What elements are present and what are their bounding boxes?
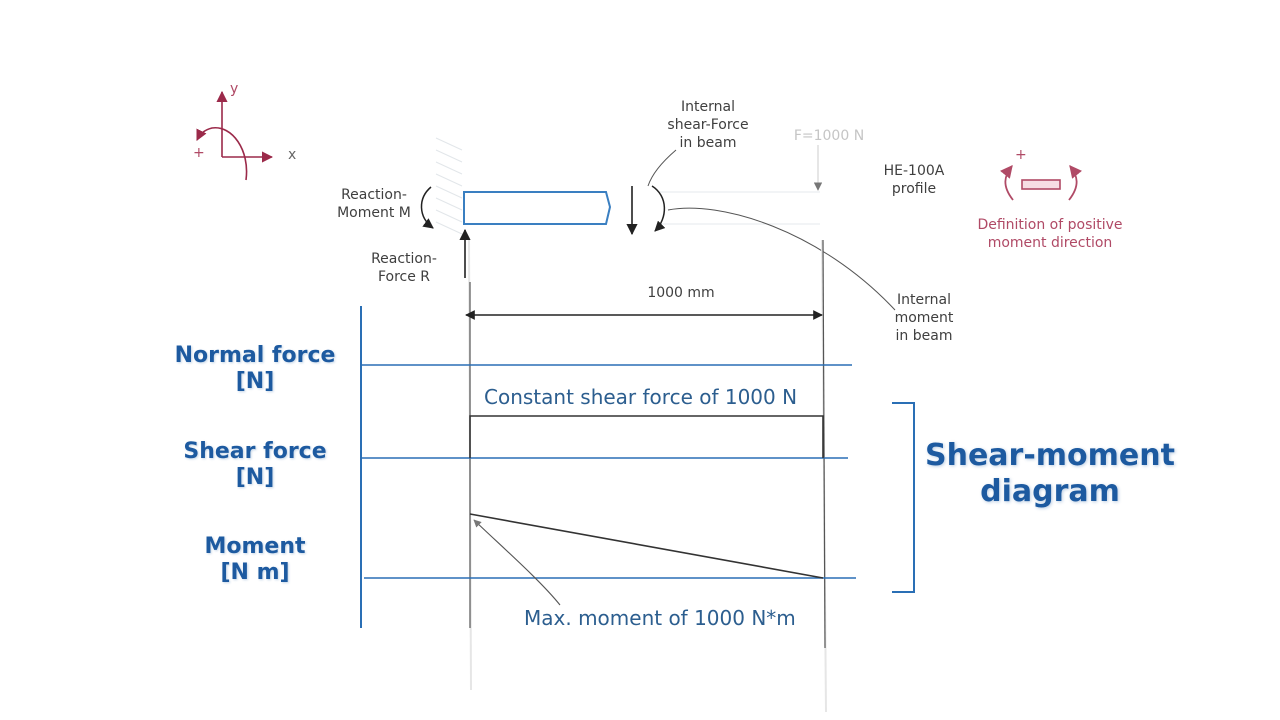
moment-curve	[469, 513, 824, 579]
diagram-title: Shear-moment diagram	[925, 438, 1175, 509]
internal-moment-arrow	[651, 185, 666, 232]
normal-force-label: Normal force [N]	[174, 343, 336, 394]
moment-label: Moment [N m]	[204, 534, 306, 585]
x-axis-label: x	[288, 147, 297, 163]
fixed-support-hatching	[435, 137, 463, 235]
positive-sign-label: +	[193, 145, 205, 161]
sign-positive-label: +	[1015, 147, 1027, 163]
diagram-bracket	[892, 402, 915, 593]
span-label: 1000 mm	[647, 285, 715, 301]
shear-force-curve	[469, 415, 824, 458]
coordinate-system-icon	[196, 90, 274, 181]
shear-note: Constant shear force of 1000 N	[484, 385, 798, 409]
internal-shear-label: Internal shear-Force in beam	[667, 99, 749, 151]
beam-cut-section	[463, 191, 612, 225]
moment-note: Max. moment of 1000 N*m	[524, 606, 796, 630]
reaction-moment-arrow	[420, 186, 434, 229]
positive-moment-icon	[999, 165, 1083, 201]
load-label: F=1000 N	[793, 128, 865, 144]
internal-moment-label: Internal moment in beam	[894, 292, 954, 344]
sign-convention-caption: Definition of positive moment direction	[977, 217, 1123, 251]
beam-ghost	[660, 191, 820, 225]
max-moment-leader	[473, 519, 561, 606]
y-axis-label: y	[230, 81, 239, 97]
reaction-force-label: Reaction- Force R	[371, 251, 437, 285]
profile-label: HE-100A profile	[883, 163, 945, 197]
shear-leader-line	[647, 149, 677, 187]
shear-force-label: Shear force [N]	[183, 439, 327, 490]
moment-leader-line	[667, 207, 896, 311]
reaction-moment-label: Reaction- Moment M	[337, 187, 411, 221]
